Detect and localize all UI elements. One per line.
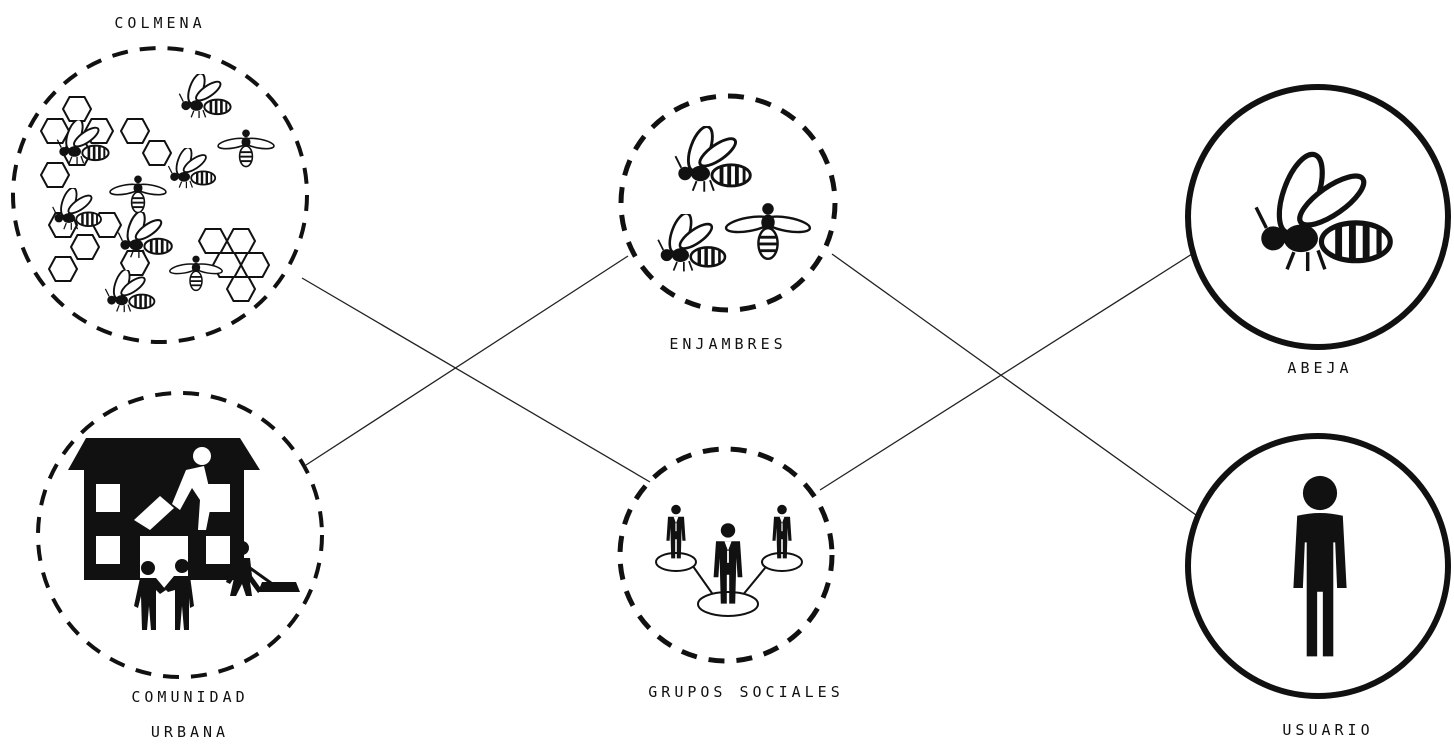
enjambres-label: ENJAMBRES (669, 335, 786, 353)
person-icon (1293, 476, 1346, 657)
node-enjambres: ENJAMBRES (621, 96, 835, 353)
node-usuario: USUARIO (1188, 436, 1448, 739)
line-grupos-abeja (820, 254, 1192, 490)
abeja-label: ABEJA (1287, 359, 1352, 377)
line-enjambres-usuario (832, 254, 1196, 515)
connection-lines (302, 254, 1196, 515)
line-colmena-grupos (302, 278, 650, 482)
node-grupos-sociales: GRUPOS SOCIALES (620, 449, 844, 701)
line-comunidad-enjambres (306, 256, 628, 465)
comunidad-label-line2: URBANA (151, 723, 229, 741)
comunidad-label-line1: COMUNIDAD (131, 688, 248, 706)
node-comunidad-urbana: COMUNIDAD URBANA (38, 393, 322, 741)
social-network-people-icon (656, 505, 802, 616)
grupos-label: GRUPOS SOCIALES (648, 683, 843, 701)
node-abeja: ABEJA (1188, 87, 1448, 377)
enjambres-dashed-circle (621, 96, 835, 310)
building-people-icon (68, 438, 300, 630)
bee-icon (1256, 149, 1390, 271)
usuario-label: USUARIO (1282, 721, 1373, 739)
node-colmena: COLMENA (13, 14, 307, 342)
bee-swarm-icon (658, 124, 811, 272)
colmena-label: COLMENA (114, 14, 205, 32)
honeycomb-bees-icon (41, 71, 275, 312)
